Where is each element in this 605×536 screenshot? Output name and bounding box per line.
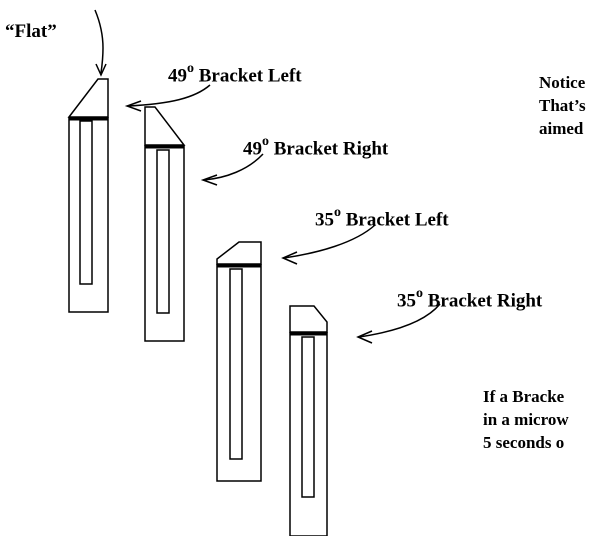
bracket-35-left: [216, 241, 262, 482]
note-top-line-3: aimed: [539, 119, 584, 138]
flat-arrow: [94, 9, 104, 74]
note-bottom-line-3: 5 seconds o: [483, 433, 565, 452]
label-35-left: 35o Bracket Left: [315, 205, 449, 231]
arrow-49-right: [203, 153, 264, 181]
note-top: Notice That’s aimed: [539, 71, 586, 140]
bracket-49-left: [67, 78, 109, 313]
label-49-left: 49o Bracket Left: [168, 61, 302, 87]
bracket-35-right: [289, 305, 328, 536]
arrow-35-right: [358, 303, 441, 338]
label-49-right: 49o Bracket Right: [243, 134, 389, 160]
bracket-49-right: [144, 106, 186, 342]
note-top-line-1: Notice: [539, 73, 586, 92]
note-bottom-line-2: in a microw: [483, 410, 569, 429]
label-35-right: 35o Bracket Right: [397, 286, 543, 312]
arrow-49-left: [127, 84, 211, 107]
note-top-line-2: That’s: [539, 96, 586, 115]
flat-label: “Flat”: [5, 21, 57, 42]
note-bottom-line-1: If a Bracke: [483, 387, 565, 406]
note-bottom: If a Bracke in a microw 5 seconds o: [483, 385, 569, 454]
arrow-35-left: [283, 224, 376, 259]
